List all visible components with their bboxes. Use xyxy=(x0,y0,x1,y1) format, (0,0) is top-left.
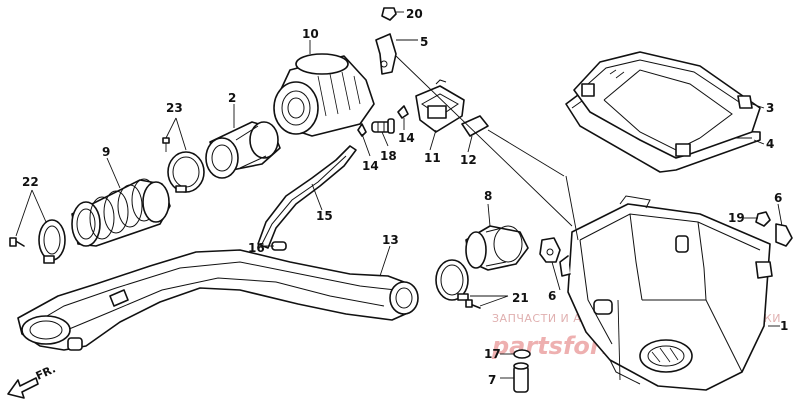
callout-15: 15 xyxy=(316,209,333,223)
band-clamp-boot xyxy=(435,259,481,309)
callout-11: 11 xyxy=(424,151,441,165)
leader-lines xyxy=(15,11,783,381)
front-direction-indicator: FR. xyxy=(7,362,58,399)
callout-6-left: 6 xyxy=(548,289,556,303)
case-clip-right xyxy=(775,223,793,247)
callout-5: 5 xyxy=(420,35,428,49)
callout-14-right: 14 xyxy=(398,131,415,145)
callout-labels: 1 2 3 4 5 6 6 7 8 9 10 11 12 13 14 14 15… xyxy=(22,7,788,387)
inlet-boot xyxy=(465,225,529,271)
band-clamp-upper xyxy=(162,137,205,193)
front-arrow-icon xyxy=(7,377,39,399)
callout-6-right: 6 xyxy=(774,191,782,205)
callout-16: 16 xyxy=(248,241,265,255)
callout-17: 17 xyxy=(484,347,501,361)
drain-washer xyxy=(513,349,531,359)
corrugated-duct xyxy=(71,178,171,247)
callout-10: 10 xyxy=(302,27,319,41)
callout-2: 2 xyxy=(228,91,236,105)
callout-12: 12 xyxy=(460,153,477,167)
hose-clip-right xyxy=(397,105,409,119)
mounting-bracket xyxy=(375,33,397,75)
callout-9: 9 xyxy=(102,145,110,159)
intake-duct xyxy=(17,249,419,351)
connecting-tube xyxy=(205,121,281,179)
band-clamp-lower xyxy=(9,219,66,264)
callout-7: 7 xyxy=(488,373,496,387)
callout-13: 13 xyxy=(382,233,399,247)
callout-19: 19 xyxy=(728,211,745,225)
breather-tube xyxy=(257,145,357,249)
tube-clip xyxy=(271,241,287,251)
joint-fitting xyxy=(371,118,395,134)
rubber-pad xyxy=(461,115,489,137)
case-screw xyxy=(755,211,771,227)
drain-plug xyxy=(513,362,529,393)
hose-clip-left xyxy=(357,123,367,137)
callout-22: 22 xyxy=(22,175,39,189)
callout-14-left: 14 xyxy=(362,159,379,173)
callout-18: 18 xyxy=(380,149,397,163)
front-arrow-label: FR. xyxy=(34,362,58,382)
callout-4: 4 xyxy=(766,137,774,151)
air-cleaner-cover xyxy=(573,51,761,159)
sensor-housing xyxy=(415,79,465,133)
callout-21: 21 xyxy=(512,291,529,305)
air-filter-element xyxy=(273,53,375,137)
bracket-bolt xyxy=(381,7,397,21)
callout-20: 20 xyxy=(406,7,423,21)
case-clip-left xyxy=(539,237,561,263)
callout-8: 8 xyxy=(484,189,492,203)
callout-3: 3 xyxy=(766,101,774,115)
callout-1: 1 xyxy=(780,319,788,333)
callout-23: 23 xyxy=(166,101,183,115)
air-cleaner-case xyxy=(559,195,773,391)
